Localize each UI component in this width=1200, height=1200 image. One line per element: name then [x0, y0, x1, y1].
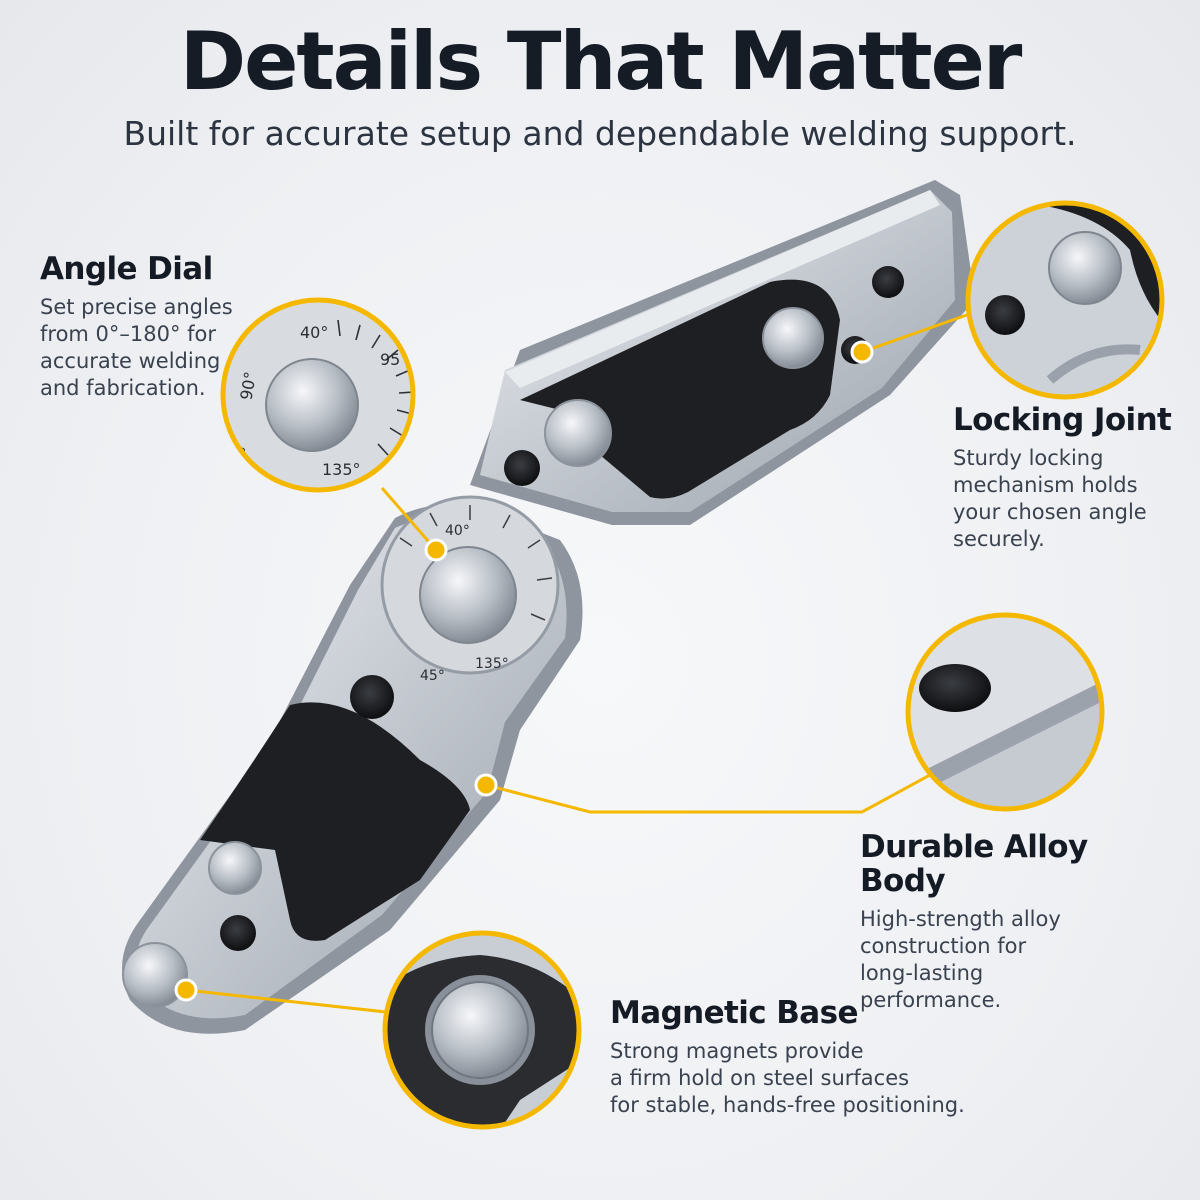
- feature-angle-dial-desc: Set precise angles from 0°–180° for accu…: [40, 295, 233, 401]
- feature-magnetic-base: Magnetic Base Strong magnets provide a f…: [610, 996, 1030, 1119]
- lower-hole-icon: [350, 675, 394, 719]
- feature-angle-dial-title: Angle Dial: [40, 251, 213, 287]
- dial-zoom-40: 40°: [300, 323, 328, 342]
- pivot-hole-icon: [504, 450, 540, 486]
- dial-zoom-135: 135°: [322, 460, 361, 479]
- alloy-hole-icon: [919, 664, 991, 712]
- feature-alloy-body-desc: High-strength alloy construction for lon…: [860, 907, 1061, 1013]
- dial-zoom-95: 95°: [380, 350, 408, 369]
- feature-alloy-body-title: Durable Alloy Body: [860, 829, 1088, 900]
- locking-joint-zoom: [965, 200, 1165, 400]
- dial-knob-icon: [265, 358, 359, 452]
- lower-arm: 40° 135° 45°: [122, 495, 583, 1034]
- arm-dial-40: 40°: [445, 523, 470, 539]
- feature-alloy-body: Durable Alloy Body High-strength alloy c…: [860, 830, 1180, 1014]
- feature-locking-joint-desc: Sturdy locking mechanism holds your chos…: [953, 446, 1147, 552]
- base-hole-icon: [220, 915, 256, 951]
- base-knob-icon: [208, 841, 262, 895]
- feature-locking-joint-title: Locking Joint: [953, 402, 1172, 438]
- arm-dial-knob-icon: [419, 546, 517, 644]
- lock-hole-icon: [985, 295, 1025, 335]
- alloy-body-zoom: [905, 612, 1105, 812]
- feature-magnetic-base-desc: Strong magnets provide a firm hold on st…: [610, 1039, 965, 1118]
- lower-grip-pad: [200, 702, 470, 941]
- upper-knob-icon: [762, 307, 824, 369]
- feature-magnetic-base-title: Magnetic Base: [610, 995, 858, 1031]
- upper-hole-icon: [872, 266, 904, 298]
- magnet-zoom-icon: [431, 981, 529, 1079]
- angle-dial-zoom: 40° 135° 95° 0° 90°: [220, 297, 416, 493]
- lock-knob-icon: [1048, 231, 1122, 305]
- callout-dots: [174, 340, 874, 1002]
- arm-dial-45: 45°: [420, 668, 445, 684]
- upper-arm: [470, 180, 975, 525]
- magnet-icon: [122, 942, 188, 1008]
- arm-dial-135: 135°: [475, 656, 509, 672]
- feature-locking-joint: Locking Joint Sturdy locking mechanism h…: [953, 403, 1188, 553]
- dial-zoom-90: 90°: [236, 370, 260, 401]
- page-subtitle: Built for accurate setup and dependable …: [123, 114, 1077, 153]
- magnetic-base-zoom: [382, 930, 582, 1130]
- page-title: Details That Matter: [179, 15, 1023, 108]
- pivot-knob-icon: [544, 399, 612, 467]
- feature-angle-dial: Angle Dial Set precise angles from 0°–18…: [40, 252, 260, 402]
